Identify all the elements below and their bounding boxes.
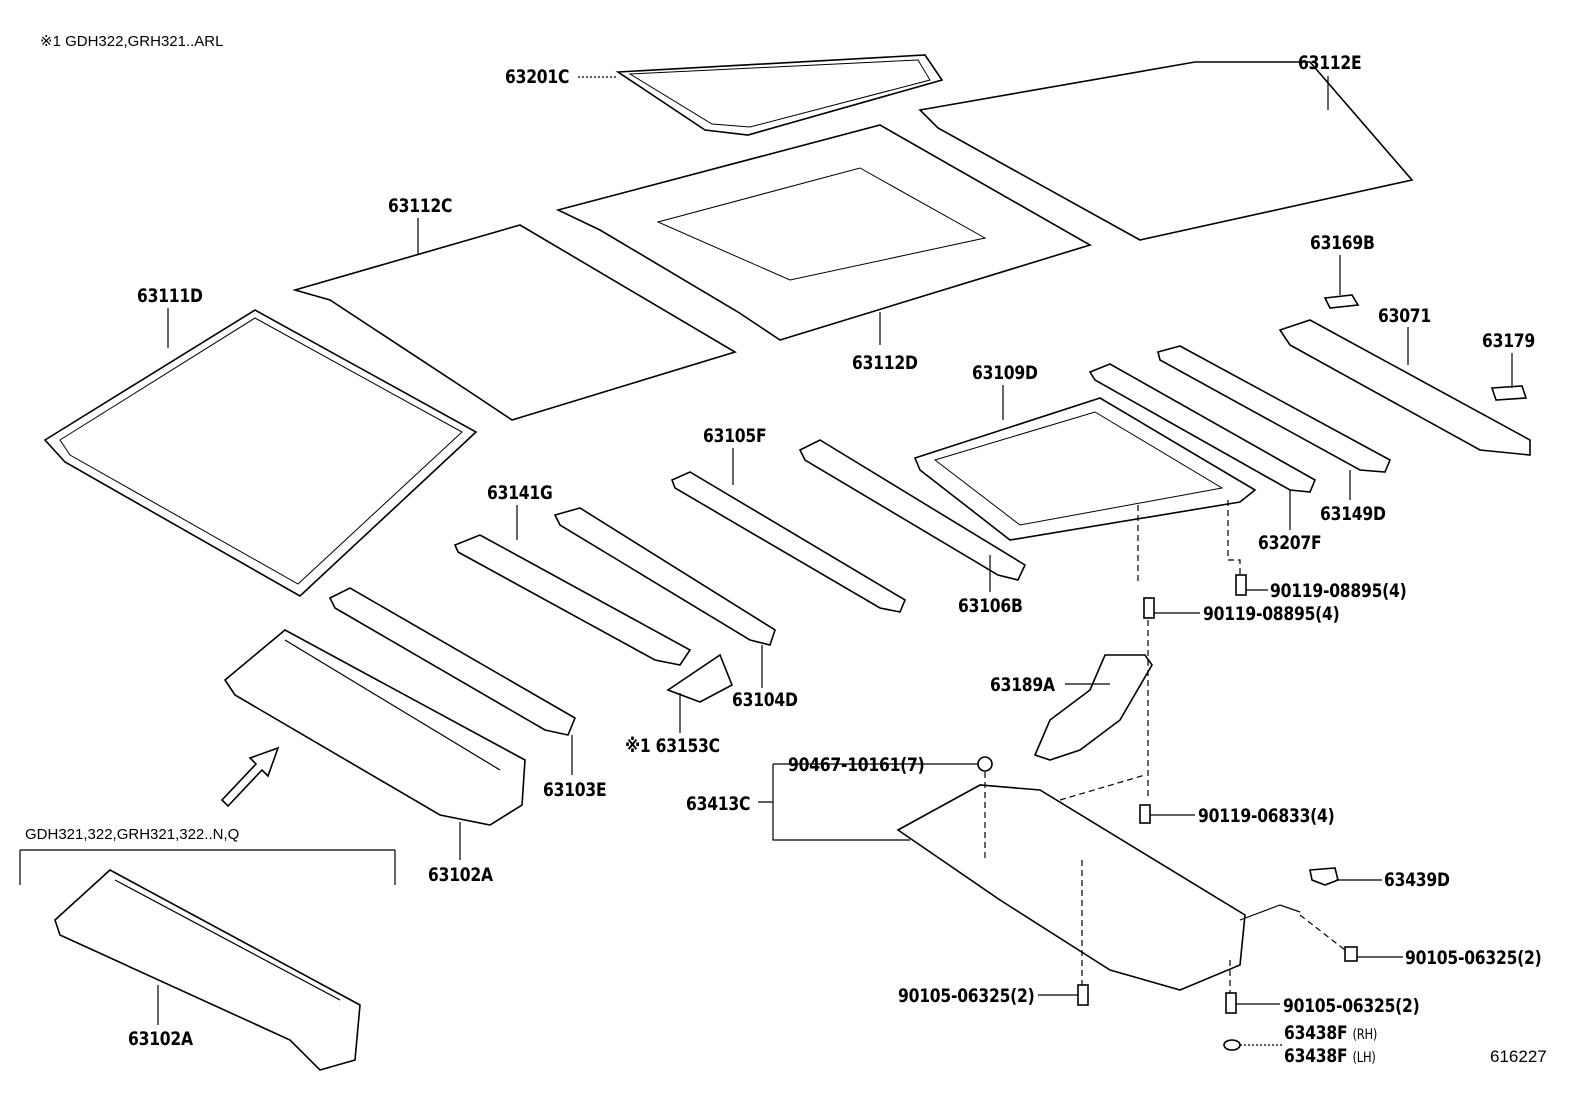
bolt-icon [1225,992,1237,1014]
part-label-63103E[interactable]: 63103E [543,779,607,801]
part-label-63141G[interactable]: 63141G [487,482,553,504]
bolt-icon [1235,574,1247,596]
rear-rail-63413C[interactable] [896,784,1246,991]
part-label-90119-08895-a[interactable]: 90119-08895(4) [1270,580,1407,602]
bolt-icon [1344,946,1358,962]
part-label-63105F[interactable]: 63105F [703,425,767,447]
side-lh: (LH) [1352,1050,1376,1066]
part-label-63169B[interactable]: 63169B [1310,232,1375,254]
part-label-63111D[interactable]: 63111D [137,285,203,307]
roof-bow-63149D[interactable] [1157,345,1392,473]
part-label-63413C[interactable]: 63413C [686,793,751,815]
part-label-63189A[interactable]: 63189A [990,674,1055,696]
part-number: 63438F [1284,1022,1348,1044]
part-label-90119-08895-b[interactable]: 90119-08895(4) [1203,603,1340,625]
bolt-icon [1143,597,1155,619]
part-label-63149D[interactable]: 63149D [1320,503,1386,525]
footnote-text: ※1 GDH322,GRH321..ARL [40,33,224,50]
diagram-id: 616227 [1490,1047,1547,1066]
roof-bow-63103E[interactable] [328,587,577,736]
bolt-icon [1077,984,1089,1006]
roof-bow-63106B[interactable] [798,439,1027,581]
part-label-63109D[interactable]: 63109D [972,362,1038,384]
bolt-icon [1139,804,1151,824]
variant-bracket-label: GDH321,322,GRH321,322..N,Q [25,826,240,843]
part-label-90105-06325-right[interactable]: 90105-06325(2) [1405,947,1542,969]
reinforcement-63179[interactable] [1490,385,1528,401]
roof-panel-63112D[interactable] [555,124,1093,341]
front-direction-arrow-icon [220,746,280,808]
clip-icon [977,756,993,772]
cap-63439D[interactable] [1309,867,1339,886]
part-label-90467-10161[interactable]: 90467-10161(7) [788,754,925,776]
header-panel-63102A[interactable] [223,629,526,826]
sunroof-opening [656,167,987,281]
reinforcement-63207F[interactable] [1088,363,1317,493]
roof-bow-63141G[interactable] [453,534,692,666]
part-label-63153C[interactable]: ※1 63153C [625,735,720,757]
sunroof-glass-63201C[interactable] [615,54,944,136]
part-label-90105-06325-mid[interactable]: 90105-06325(2) [1283,995,1420,1017]
part-label-63104D[interactable]: 63104D [732,689,798,711]
sunroof-frame-63109D[interactable] [913,397,1257,541]
reinforcement-63169B[interactable] [1323,294,1360,309]
part-label-63112E[interactable]: 63112E [1298,52,1362,74]
part-label-63071[interactable]: 63071 [1378,305,1431,327]
part-label-63179[interactable]: 63179 [1482,330,1535,352]
part-label-63112D[interactable]: 63112D [852,352,918,374]
roof-panel-63112C[interactable] [292,224,737,421]
roof-bow-63105F[interactable] [670,471,907,613]
header-panel-63102A-alt[interactable] [54,869,361,1071]
clip-icon [1223,1039,1241,1051]
part-label-63102A-alt[interactable]: 63102A [128,1028,193,1050]
part-label-63207F[interactable]: 63207F [1258,532,1322,554]
part-label-90119-06833[interactable]: 90119-06833(4) [1198,805,1335,827]
part-label-90105-06325-left[interactable]: 90105-06325(2) [898,985,1035,1007]
part-label-63439D[interactable]: 63439D [1384,869,1450,891]
bracket-63153C[interactable] [666,653,734,703]
side-rh: (RH) [1352,1027,1378,1043]
part-label-63201C[interactable]: 63201C [505,66,570,88]
roof-bow-63104D[interactable] [553,507,776,646]
roof-panel-63112E[interactable] [918,61,1414,241]
roof-bow-63071[interactable] [1278,319,1531,456]
brace-63189A[interactable] [1033,654,1153,761]
part-label-63102A[interactable]: 63102A [428,864,493,886]
part-label-63438F-lh[interactable]: 63438F (LH) [1284,1045,1376,1067]
part-number: 63438F [1284,1045,1348,1067]
part-label-63438F-rh[interactable]: 63438F (RH) [1284,1022,1377,1044]
part-label-63112C[interactable]: 63112C [388,195,453,217]
part-label-63106B[interactable]: 63106B [958,595,1023,617]
